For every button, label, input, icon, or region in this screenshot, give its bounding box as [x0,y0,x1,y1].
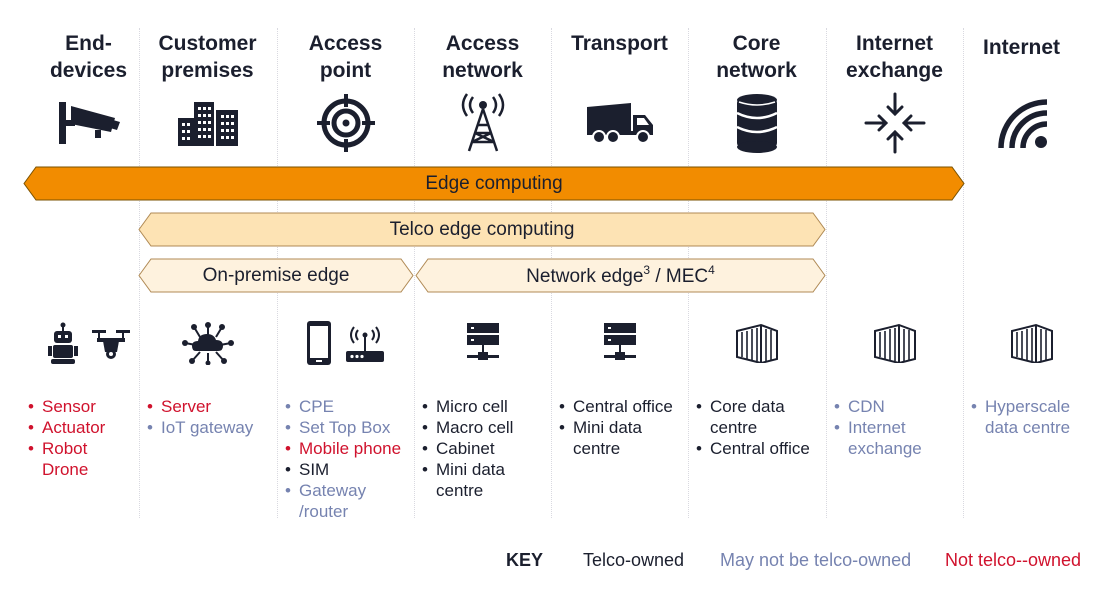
server-icon [466,323,499,360]
device-icons-internet [963,318,1100,368]
list-item: Core data [688,396,825,417]
list-item: Sensor [20,396,157,417]
device-icons-core-network [688,318,825,368]
device-list-access-point: CPESet Top BoxMobile phoneSIMGateway/rou… [277,396,414,522]
list-item: CPE [277,396,414,417]
column-title-transport: Transport [571,32,668,55]
column-title-end-devices: End-devices [49,32,128,82]
device-list-internet-exchange: CDNInternetexchange [826,396,963,459]
list-item: Mini data [414,459,551,480]
cloud-network-icon [181,322,234,365]
device-icons-customer-premises [139,318,276,368]
network-edge-mec-bar: Network edge3 / MEC4 [415,258,826,293]
list-item: Robot [20,438,157,459]
list-item: centre [573,439,621,458]
list-item: centre [436,481,484,500]
telco-edge-computing-label: Telco edge computing [389,218,575,240]
list-item: Mini data [551,417,688,438]
device-list-customer-premises: ServerIoT gateway [139,396,276,438]
list-item: centre [710,418,758,437]
column-divider [826,28,827,518]
device-icons-end-devices [20,318,157,368]
edge-computing-bar: Edge computing [23,166,965,201]
network-edge-mec-label: Network edge3 / MEC4 [526,263,715,287]
device-icons-access-point [277,318,414,368]
list-item: Cabinet [414,438,551,459]
list-item: Mobile phone [277,438,414,459]
list-item: Actuator [20,417,157,438]
list-item: Drone [42,460,89,479]
security-camera-icon [20,92,157,154]
buildings-icon [139,92,276,154]
drone-icon [91,330,130,359]
data-centre-icon [873,323,916,363]
device-list-access-network: Micro cellMacro cellCabinetMini datacent… [414,396,551,501]
on-premise-edge-label: On-premise edge [202,264,350,286]
key-telco-owned: Telco-owned [583,550,685,570]
key-label: KEY [506,550,544,570]
list-item: exchange [848,439,922,458]
list-item: Set Top Box [277,417,414,438]
column-divider [963,28,964,518]
list-item: Internet [826,417,963,438]
key-not-telco-owned: Not telco--owned [945,550,1082,570]
column-divider [414,28,415,518]
router-icon [345,326,384,362]
telco-edge-computing-bar: Telco edge computing [138,212,826,247]
robot-icon [47,322,78,364]
device-icons-access-network [414,318,551,368]
list-item: IoT gateway [139,417,276,438]
list-item: data centre [985,418,1071,437]
device-list-end-devices: SensorActuatorRobotDrone [20,396,157,480]
converge-arrows-icon [826,92,963,154]
edge-computing-label: Edge computing [425,172,563,194]
list-item: Server [139,396,276,417]
key-may-not-be-telco-owned: May not be telco-owned [720,550,912,570]
list-item: Hyperscale [963,396,1100,417]
column-divider [139,28,140,518]
device-icons-transport [551,318,688,368]
column-title-internet: Internet [982,36,1060,59]
wifi-icon [953,92,1090,154]
database-icon [688,92,825,154]
list-item: Central office [688,438,825,459]
server-icon [603,323,636,360]
device-list-core-network: Core datacentreCentral office [688,396,825,459]
list-item: SIM [277,459,414,480]
list-item: Macro cell [414,417,551,438]
mobile-phone-icon [306,321,331,365]
list-item: Central office [551,396,688,417]
target-icon [277,92,414,154]
radio-tower-icon [414,92,551,154]
list-item: Micro cell [414,396,551,417]
device-icons-internet-exchange [826,318,963,368]
list-item: /router [299,502,349,521]
truck-icon [551,92,688,154]
list-item: Gateway [277,480,414,501]
list-item: CDN [826,396,963,417]
on-premise-edge-bar: On-premise edge [138,258,414,293]
data-centre-icon [1010,323,1053,363]
data-centre-icon [735,323,778,363]
